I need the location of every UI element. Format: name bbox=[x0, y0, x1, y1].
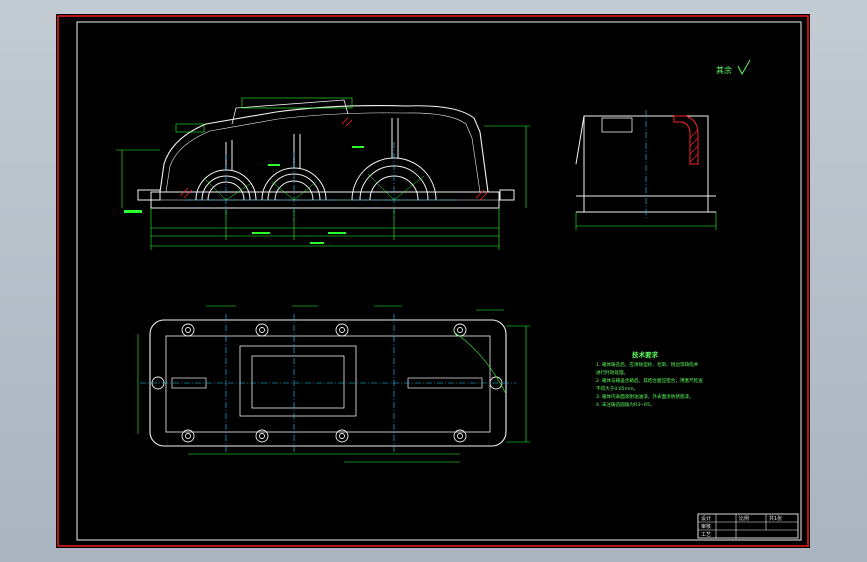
tech-req-item: 4. 未注铸造圆角为R3~R5。 bbox=[596, 401, 655, 408]
front-view bbox=[116, 97, 530, 250]
tech-req-item: 3. 箱体内表面涂耐油油漆，外表面涂防锈底漆。 bbox=[596, 393, 694, 400]
tblock-sheet: 共1张 bbox=[769, 515, 782, 522]
tblock-scale: 比例 bbox=[739, 515, 749, 522]
roughness-symbol: 其余 bbox=[716, 59, 751, 76]
tech-req-items: 1. 箱体铸造后，应清除型砂、毛刺、锐边等缺陷并 进行时效处理。2. 箱体与箱盖… bbox=[596, 361, 703, 408]
tech-req-item: 不得大于0.05mm。 bbox=[596, 385, 638, 392]
tblock-check: 审核 bbox=[701, 523, 711, 530]
tblock-process: 工艺 bbox=[701, 532, 711, 538]
inner-frame bbox=[76, 21, 802, 541]
side-view bbox=[575, 110, 717, 230]
outer-frame-red bbox=[57, 15, 809, 547]
tech-req-item: 进行时效处理。 bbox=[596, 369, 628, 376]
cad-viewport[interactable]: 其余 bbox=[56, 14, 810, 548]
tech-req-item: 2. 箱体与箱盖合箱后，其结合面应密合，用塞尺检查 bbox=[596, 377, 703, 384]
technical-requirements: 技术要求 1. 箱体铸造后，应清除型砂、毛刺、锐边等缺陷并 进行时效处理。2. … bbox=[596, 350, 703, 408]
roughness-label: 其余 bbox=[716, 65, 732, 75]
title-block: 设计 审核 工艺 比例 共1张 bbox=[697, 513, 799, 539]
top-view bbox=[137, 305, 530, 463]
tech-req-item: 1. 箱体铸造后，应清除型砂、毛刺、锐边等缺陷并 bbox=[596, 361, 699, 368]
tech-req-title: 技术要求 bbox=[632, 350, 659, 359]
cad-drawing-canvas: 其余 bbox=[57, 15, 809, 547]
tblock-design: 设计 bbox=[701, 515, 711, 522]
